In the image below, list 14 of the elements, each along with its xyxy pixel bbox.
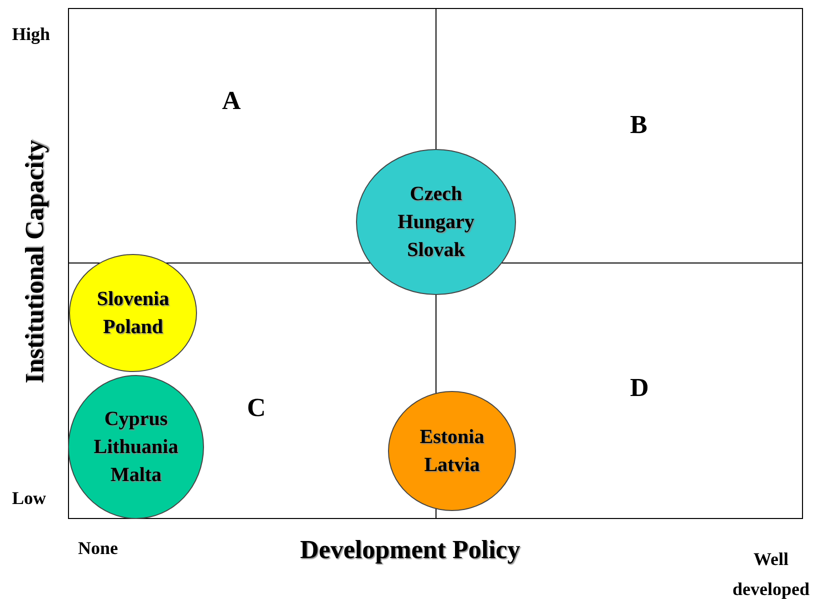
x-axis-title: Development Policy: [300, 535, 520, 565]
country-names: Estonia Latvia: [418, 425, 486, 478]
axis-end-label: Well developed: [731, 548, 810, 599]
y-axis-title: Institutional Capacity: [20, 140, 50, 384]
axis-end-label: Low: [12, 488, 46, 509]
axis-end-label: High: [12, 24, 50, 45]
country-names: Cyprus Lithuania Malta: [92, 407, 180, 488]
quadrant-letter: C: [247, 393, 266, 423]
country-names: Slovenia Poland: [96, 287, 170, 340]
axis-end-label: None: [78, 538, 118, 559]
quadrant-letter: B: [630, 110, 648, 140]
quadrant-letter: A: [222, 86, 241, 116]
country-names: Czech Hungary Slovak: [396, 182, 476, 263]
quadrant-letter: D: [630, 373, 649, 403]
